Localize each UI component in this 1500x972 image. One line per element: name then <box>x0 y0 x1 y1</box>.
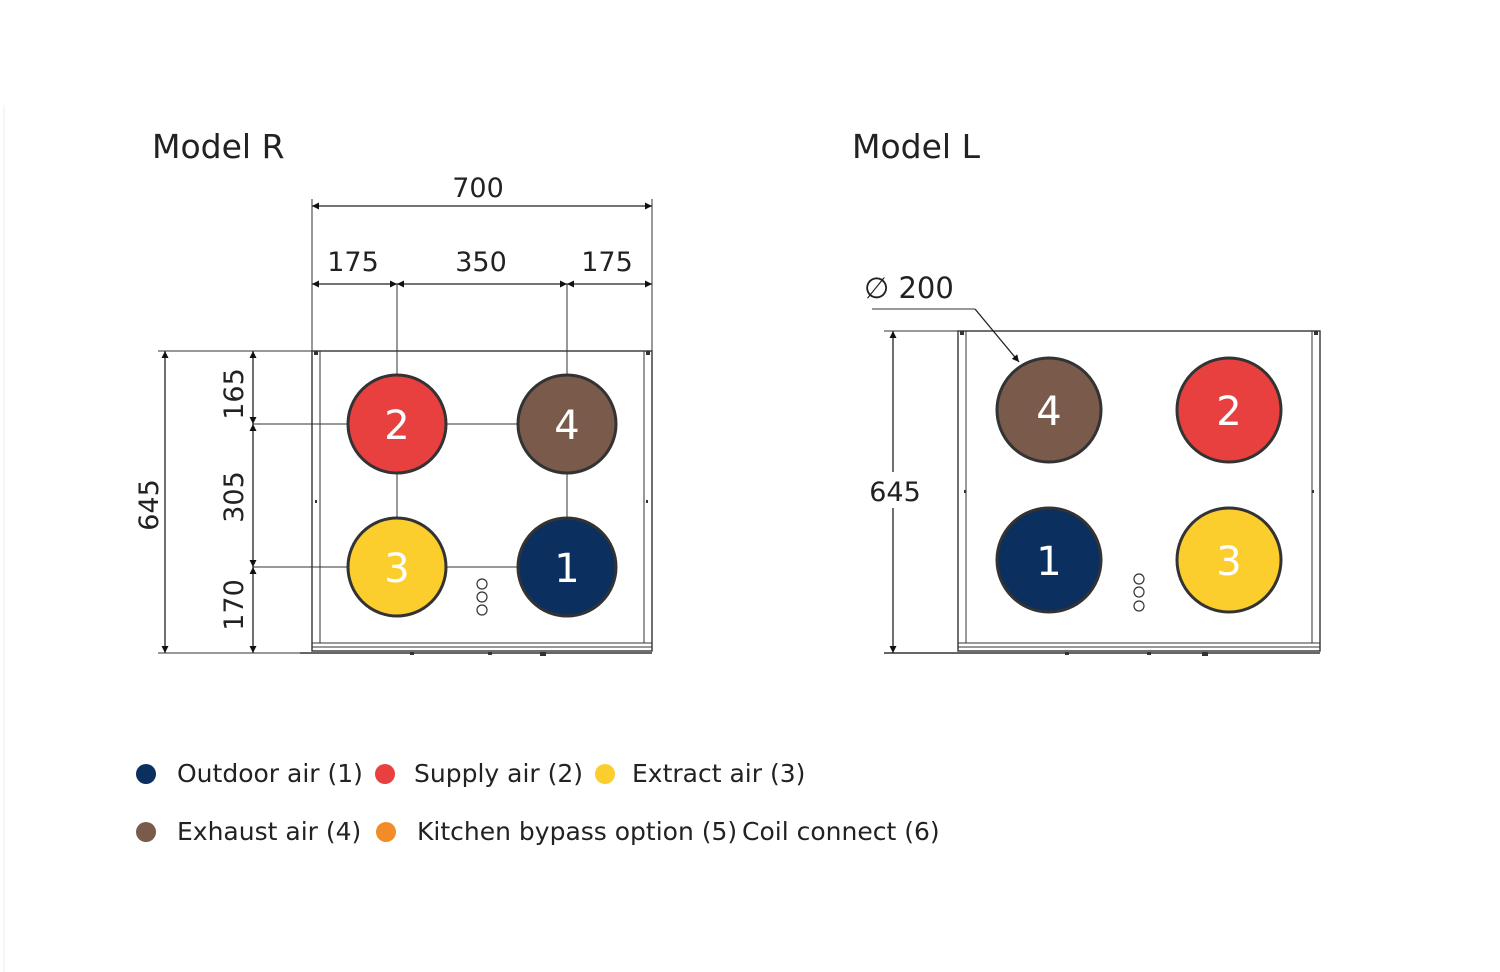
model-r-small-connectors <box>476 578 488 616</box>
model-l-port-supply: 2 <box>1175 356 1283 464</box>
model-l-diameter-leader <box>974 308 1020 363</box>
model-l-small-connectors <box>1133 573 1145 612</box>
svg-text:Outdoor air (1): Outdoor air (1) <box>177 759 363 788</box>
dim-right-offset: 175 <box>581 247 633 278</box>
model-l-dim-diameter: ∅ 200 <box>864 271 954 305</box>
svg-text:4: 4 <box>1036 389 1061 435</box>
model-r-port-exhaust: 4 <box>516 373 618 475</box>
model-r-title: Model R <box>152 127 285 166</box>
svg-text:Kitchen bypass option (5): Kitchen bypass option (5) <box>417 817 737 846</box>
dim-left-offset: 175 <box>327 247 379 278</box>
legend-item-extract-air: Extract air (3) <box>595 759 805 788</box>
svg-text:Exhaust air (4): Exhaust air (4) <box>177 817 361 846</box>
svg-text:Coil connect (6): Coil connect (6) <box>742 817 940 846</box>
legend-item-supply-air: Supply air (2) <box>375 759 583 788</box>
dim-top-offset: 165 <box>219 368 250 420</box>
model-l-title: Model L <box>852 127 981 166</box>
legend-item-exhaust-air: Exhaust air (4) <box>136 817 361 846</box>
model-r-port-extract: 3 <box>346 516 448 618</box>
svg-text:4: 4 <box>554 403 579 449</box>
svg-text:3: 3 <box>1216 539 1241 585</box>
model-l-drawing: Model L 645 ∅ 200 <box>852 127 1321 656</box>
dim-center-spacing: 350 <box>455 247 507 278</box>
svg-text:1: 1 <box>1036 539 1061 585</box>
legend-item-coil-connect: Coil connect (6) <box>742 817 940 846</box>
model-l-port-extract: 3 <box>1175 506 1283 614</box>
model-r-port-outdoor: 1 <box>516 516 618 618</box>
dim-bottom-offset: 170 <box>219 579 250 631</box>
dim-vertical-spacing: 305 <box>219 471 250 523</box>
model-l-port-outdoor: 1 <box>995 506 1103 614</box>
model-r-dimensions <box>161 202 652 653</box>
svg-text:Extract air (3): Extract air (3) <box>632 759 805 788</box>
svg-text:Supply air (2): Supply air (2) <box>414 759 583 788</box>
model-r-drawing: Model R <box>134 127 653 656</box>
legend-item-outdoor-air: Outdoor air (1) <box>136 759 363 788</box>
svg-text:3: 3 <box>384 546 409 592</box>
model-r-port-supply: 2 <box>346 373 448 475</box>
svg-text:2: 2 <box>1216 389 1241 435</box>
svg-text:1: 1 <box>554 546 579 592</box>
dim-height-total: 645 <box>134 479 165 531</box>
model-l-port-exhaust: 4 <box>995 356 1103 464</box>
legend: Outdoor air (1) Supply air (2) Extract a… <box>136 759 940 846</box>
model-l-dim-label-bg <box>868 472 924 508</box>
dim-width-total: 700 <box>452 173 504 204</box>
legend-item-kitchen-bypass: Kitchen bypass option (5) <box>376 817 737 846</box>
svg-text:2: 2 <box>384 403 409 449</box>
model-l-dim-height-total: 645 <box>869 477 921 508</box>
